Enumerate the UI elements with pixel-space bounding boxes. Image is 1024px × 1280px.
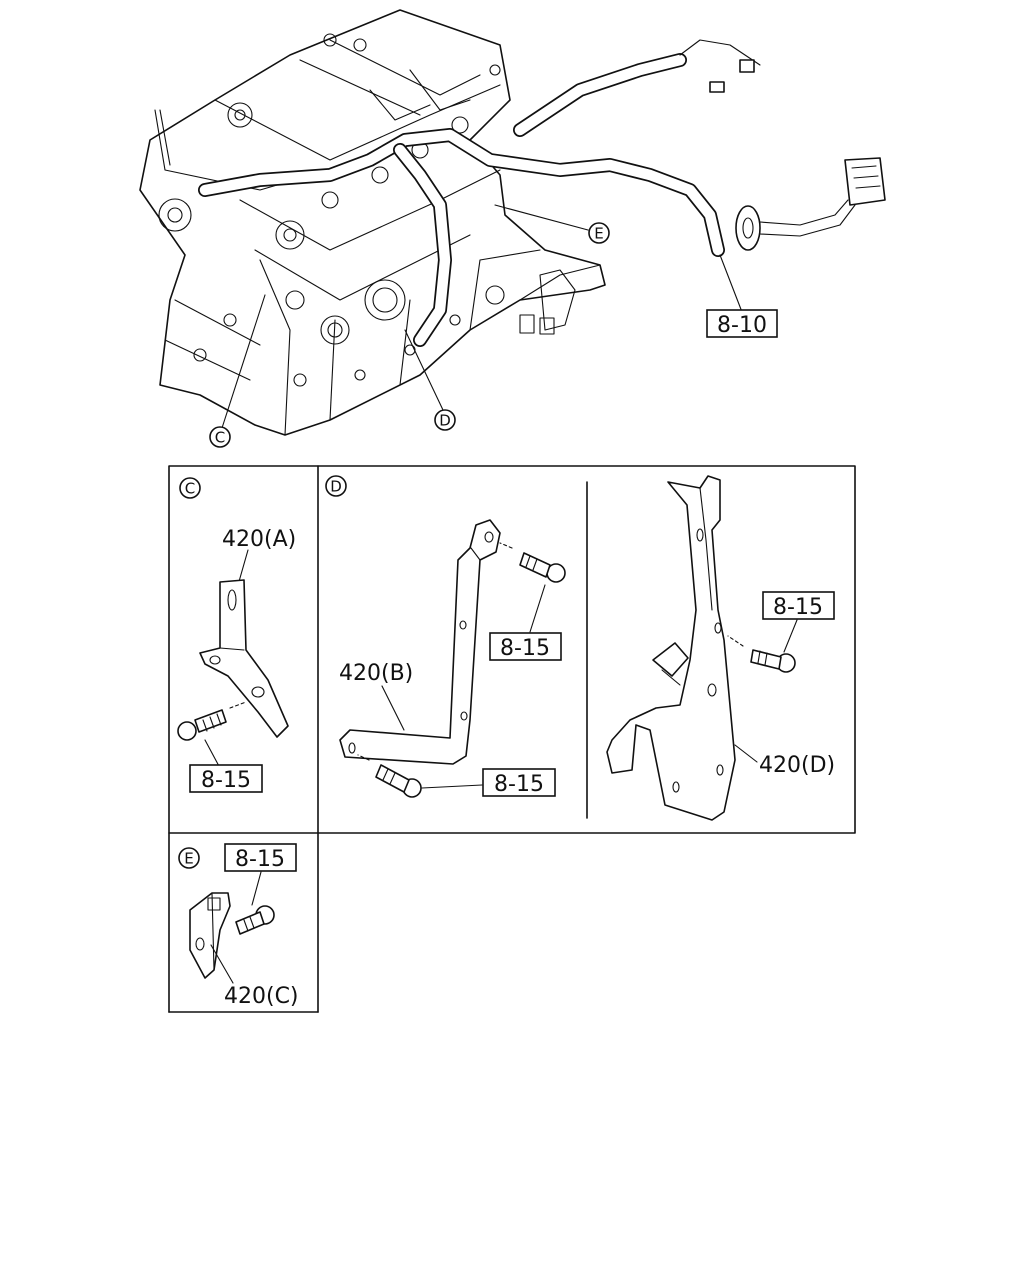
detail-panels-frame: [168, 465, 856, 1013]
svg-text:8-15: 8-15: [494, 772, 544, 797]
svg-text:E: E: [594, 225, 603, 243]
svg-text:C: C: [185, 480, 195, 498]
svg-text:8-15: 8-15: [235, 847, 285, 872]
svg-text:8-15: 8-15: [500, 636, 550, 661]
svg-text:8-15: 8-15: [773, 595, 823, 620]
detail-panel-c: C 420(A) 8-15: [177, 477, 296, 793]
callout-c-top: C: [209, 426, 231, 448]
svg-text:C: C: [215, 429, 225, 447]
engine-illustration: [139, 9, 886, 436]
svg-text:420(D): 420(D): [759, 753, 835, 778]
svg-text:D: D: [330, 478, 342, 496]
svg-text:8-10: 8-10: [717, 313, 767, 338]
callout-d-top: D: [434, 409, 456, 431]
svg-text:D: D: [439, 412, 451, 430]
svg-text:420(B): 420(B): [339, 661, 413, 686]
svg-text:8-15: 8-15: [201, 768, 251, 793]
detail-panel-e: E 8-15 420(C): [178, 843, 299, 1009]
svg-text:E: E: [184, 850, 193, 868]
svg-text:420(A): 420(A): [222, 527, 296, 552]
svg-text:420(C): 420(C): [224, 984, 299, 1009]
ref-box-8-10: 8-10: [706, 309, 778, 338]
detail-panel-d: D 8-15 420(B) 8-15: [325, 475, 835, 821]
callout-e-top: E: [588, 222, 610, 244]
